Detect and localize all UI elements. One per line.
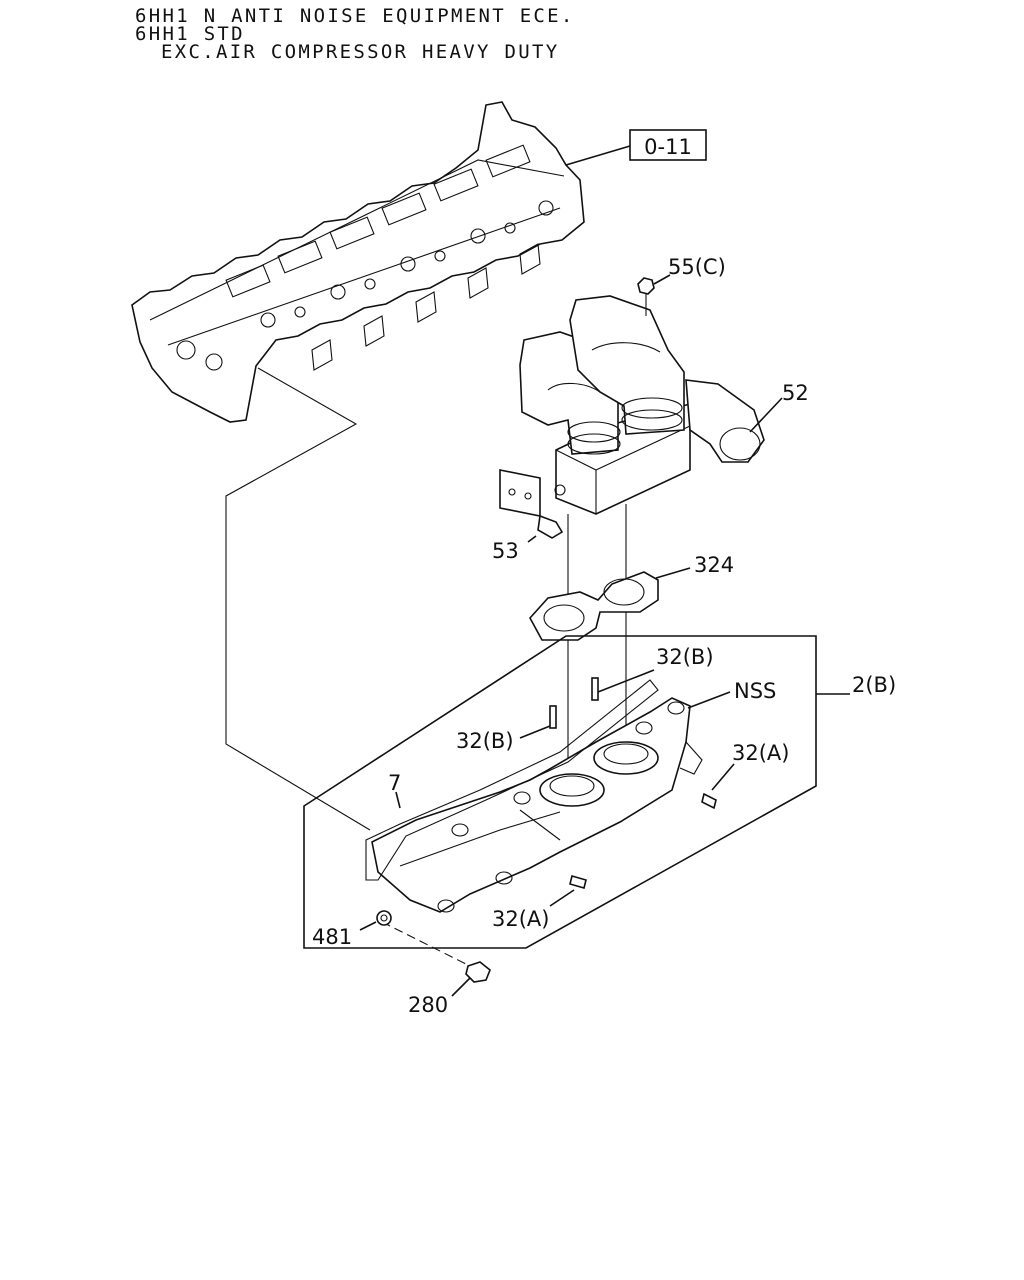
label-7: 7	[388, 771, 401, 795]
stud-32b-top[interactable]: 32(B)	[591, 645, 714, 701]
label-32a-right: 32(A)	[732, 741, 789, 765]
label-53: 53	[492, 539, 519, 563]
head-bolt-holes	[176, 200, 554, 371]
label-nss: NSS	[734, 679, 776, 703]
cylinder-head	[131, 101, 585, 423]
label-32b-top: 32(B)	[656, 645, 714, 669]
stud-32a-right[interactable]: 32(A)	[701, 741, 789, 810]
label-32a-bottom: 32(A)	[492, 907, 549, 931]
group-box-2b: 2(B)	[303, 635, 896, 949]
label-280: 280	[408, 993, 448, 1017]
callout-nss[interactable]: NSS	[687, 679, 776, 709]
header-line-3: EXC.AIR COMPRESSOR HEAVY DUTY	[161, 41, 560, 63]
head-ports	[225, 144, 531, 298]
label-481: 481	[312, 925, 352, 949]
reference-box-0-11[interactable]: 0-11	[565, 129, 707, 166]
callout-52[interactable]: 52	[749, 381, 809, 433]
label-2b: 2(B)	[852, 673, 896, 697]
assembly-guide-lines	[225, 367, 627, 967]
header-line-2: 6HH1 STD	[135, 23, 245, 45]
label-324: 324	[694, 553, 734, 577]
stud-32b-left[interactable]: 32(B)	[456, 705, 557, 753]
head-intake-pads	[311, 243, 541, 371]
gasket-324[interactable]: 324	[529, 553, 734, 641]
washer-481[interactable]: 481	[312, 910, 392, 949]
nut-55c[interactable]: 55(C)	[637, 255, 726, 316]
ref-box-label: 0-11	[644, 135, 692, 159]
label-52: 52	[782, 381, 809, 405]
stud-32a-bottom[interactable]: 32(A)	[492, 875, 587, 931]
header-line-1: 6HH1 N ANTI NOISE EQUIPMENT ECE.	[135, 5, 575, 27]
label-32b-left: 32(B)	[456, 729, 514, 753]
label-55c: 55(C)	[668, 255, 726, 279]
manifold-gasket-7[interactable]: 7	[365, 679, 659, 881]
intake-pipe-assembly	[499, 295, 765, 517]
bolt-53[interactable]: 53	[492, 514, 564, 563]
bolt-280[interactable]: 280	[408, 961, 491, 1017]
